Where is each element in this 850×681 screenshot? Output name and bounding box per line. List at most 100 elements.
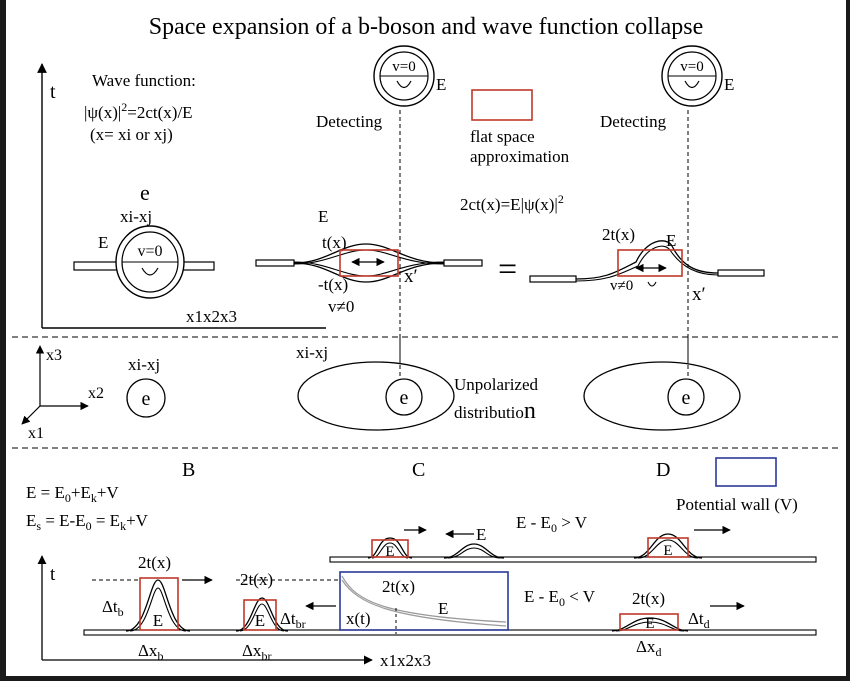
wave-energy-label: E xyxy=(318,207,328,226)
x-of-t-label: x(t) xyxy=(346,609,371,628)
detecting-label: Detecting xyxy=(316,112,383,131)
neg-t-x-label: -t(x) xyxy=(318,275,348,294)
diagram-frame: Space expansion of a b-boson and wave fu… xyxy=(6,0,846,676)
energy-b: E xyxy=(153,611,163,630)
detector-v-zero: v=0 xyxy=(392,59,415,75)
label-c: C xyxy=(412,459,425,481)
legend: flat space approximation 2ct(x)=E|ψ(x)|2 xyxy=(460,89,570,214)
wave-function-label: Wave function: xyxy=(92,71,196,90)
detecting-label-c: Detecting xyxy=(600,112,667,131)
delta-t-b: Δtb xyxy=(102,597,124,619)
peak-b-inner xyxy=(129,587,187,632)
detector-v-zero-c: v=0 xyxy=(680,59,703,75)
energy-c2: E xyxy=(476,525,486,544)
lower-wave-curve-inner xyxy=(293,261,445,277)
left-space-bar xyxy=(255,259,295,267)
potential-wall-box xyxy=(339,571,509,631)
panel-b: v=0 E Detecting E t(x) x′ -t(x) v≠0 xyxy=(255,45,483,374)
legend-approximation: approximation xyxy=(470,147,570,166)
energy-br: E xyxy=(255,611,265,630)
delta-t-d: Δtd xyxy=(688,609,710,631)
diagram-svg: Space expansion of a b-boson and wave fu… xyxy=(12,14,840,670)
flat-space-box xyxy=(339,249,399,277)
electron-circle-mid xyxy=(385,378,423,416)
label-d: D xyxy=(656,459,670,481)
right-space-bar-c xyxy=(717,269,765,277)
v-zero-label: v=0 xyxy=(137,243,162,260)
energy-equation-2: Es = E-E0 = Ek+V xyxy=(26,511,149,533)
small-loop-c xyxy=(647,281,657,287)
detector-loop xyxy=(396,80,412,89)
legend-blue-box xyxy=(715,457,777,487)
potential-wall-label: Potential wall (V) xyxy=(676,495,798,514)
energy-wall: E xyxy=(438,599,448,618)
two-t-x-br: 2t(x) xyxy=(240,570,273,589)
two-t-x-b: 2t(x) xyxy=(138,553,171,572)
xi-xj-label-mid: xi-xj xyxy=(296,343,328,362)
greater-than-v-label: E - E0 > V xyxy=(516,513,588,535)
equals-sign: = xyxy=(498,251,517,288)
x-prime-label-c: x′ xyxy=(692,284,706,305)
energy-d-lower: E xyxy=(645,616,654,632)
wave-function-condition: (x= xi or xj) xyxy=(90,125,173,144)
box-b xyxy=(139,577,179,631)
delta-x-d: Δxd xyxy=(636,637,661,659)
detector-energy: E xyxy=(436,75,446,94)
diagram-title: Space expansion of a b-boson and wave fu… xyxy=(149,14,704,40)
peak-d-upper xyxy=(633,533,703,559)
decay-curve-inner xyxy=(341,579,507,627)
unpolarized-label: Unpolarized xyxy=(454,375,539,394)
electron-label-mid: e xyxy=(400,387,409,409)
energy-label: E xyxy=(98,233,108,252)
xi-xj-label-2: xi-xj xyxy=(128,355,160,374)
t-x-label: t(x) xyxy=(322,233,347,252)
collapsed-wave-curve xyxy=(575,240,719,280)
two-t-x-label: 2t(x) xyxy=(602,225,635,244)
detector-loop-c xyxy=(684,80,700,89)
delta-t-br: Δtbr xyxy=(280,609,306,631)
distribution-ellipse-mid xyxy=(297,361,455,431)
flat-space-box-c xyxy=(617,249,683,277)
energy-equation-1: E = E0+Ek+V xyxy=(26,483,119,505)
upper-ground-bar xyxy=(329,556,817,563)
peak-c1 xyxy=(367,537,413,559)
electron-circle-right xyxy=(667,378,705,416)
collapsed-energy-label: E xyxy=(666,231,676,250)
x3-label: x3 xyxy=(46,347,62,364)
v-nonzero-label-c: v≠0 xyxy=(610,278,633,294)
collapsed-wave-curve-inner xyxy=(575,245,719,282)
x1x2x3-label-row3: x1x2x3 xyxy=(380,651,431,670)
left-space-bar-c xyxy=(529,275,577,283)
delta-x-br: Δxbr xyxy=(242,641,271,663)
boson-loop xyxy=(141,267,159,276)
legend-red-box xyxy=(471,89,533,121)
electron-label-right: e xyxy=(682,387,691,409)
box-br xyxy=(243,599,277,631)
less-than-v-label: E - E0 < V xyxy=(524,587,596,609)
box-d-lower xyxy=(619,613,679,631)
label-b: B xyxy=(182,459,195,481)
box-d-upper xyxy=(647,537,689,558)
distribution-ellipse-right xyxy=(583,361,741,431)
distribution-label: distribution xyxy=(454,398,536,424)
t-axis-label: t xyxy=(50,81,56,103)
decay-curve-outer xyxy=(341,575,507,623)
delta-x-b: Δxb xyxy=(138,641,163,663)
x1x2x3-label: x1x2x3 xyxy=(186,307,237,326)
equation-label: 2ct(x)=E|ψ(x)|2 xyxy=(460,192,564,214)
x1-label: x1 xyxy=(28,425,44,442)
panel-c: v=0 E Detecting 2t(x) E v≠0 x′ xyxy=(529,45,765,374)
row-2: x3 x2 x1 xi-xj e xi-xj e Unpolarized dis… xyxy=(21,337,741,442)
v-nonzero-label: v≠0 xyxy=(328,297,354,316)
peak-c2 xyxy=(443,543,505,559)
energy-d-upper: E xyxy=(663,543,672,559)
upper-wave-curve xyxy=(293,243,445,264)
wave-function-formula: |ψ(x)|2=2ct(x)/E xyxy=(84,100,193,122)
peak-br xyxy=(235,597,289,632)
two-t-x-d: 2t(x) xyxy=(632,589,665,608)
row-3: B C D Potential wall (V) E = E0+Ek+V Es … xyxy=(26,457,817,670)
right-space-bar xyxy=(443,259,483,267)
peak-c1-inner xyxy=(371,542,409,559)
energy-c1: E xyxy=(385,544,394,560)
detector-energy-c: E xyxy=(724,75,734,94)
